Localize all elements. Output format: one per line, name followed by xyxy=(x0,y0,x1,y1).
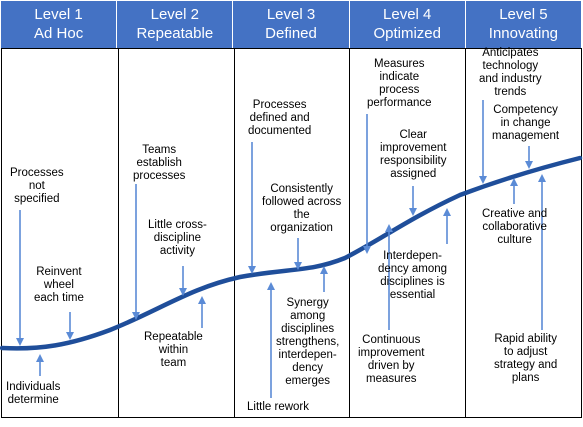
level-headers: Level 1 Ad Hoc Level 2 Repeatable Level … xyxy=(1,1,582,48)
level-2-header: Level 2 Repeatable xyxy=(117,1,234,48)
level-1-name: Ad Hoc xyxy=(34,25,84,42)
level-4-name: Optimized xyxy=(373,25,441,42)
level-5-header: Level 5 Innovating xyxy=(465,1,582,48)
level-5-number: Level 5 xyxy=(499,6,548,23)
level-2-name: Repeatable xyxy=(136,25,214,42)
label-little-rework: Little rework xyxy=(247,401,309,413)
level-columns xyxy=(0,48,582,426)
level-3-name: Defined xyxy=(265,25,317,42)
level-4-header: Level 4 Optimized xyxy=(349,1,466,48)
level-3-number: Level 3 xyxy=(266,6,316,23)
level-1-header: Level 1 Ad Hoc xyxy=(1,1,118,48)
level-5-column xyxy=(465,48,582,418)
level-3-header: Level 3 Defined xyxy=(233,1,350,48)
level-5-name: Innovating xyxy=(488,25,559,42)
level-4-number: Level 4 xyxy=(383,6,432,23)
level-2-number: Level 2 xyxy=(150,6,199,23)
level-1-number: Level 1 xyxy=(34,6,83,23)
maturity-curve-line xyxy=(0,155,583,351)
